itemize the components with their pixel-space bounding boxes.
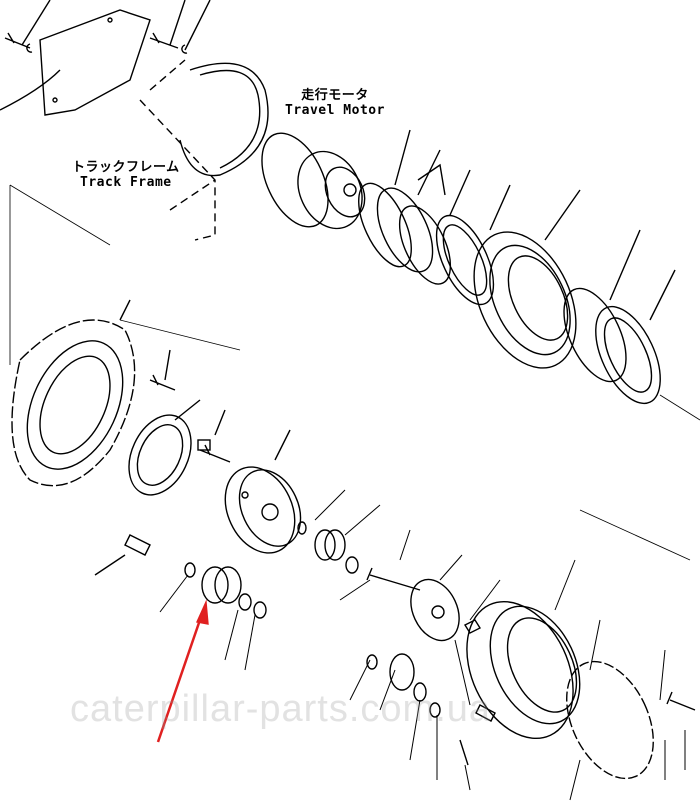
- seal-rings: [358, 182, 495, 306]
- track-frame-outline: [139, 59, 216, 241]
- cover: [566, 660, 696, 780]
- bolts-top: [4, 0, 211, 54]
- bolts-mid: [149, 349, 231, 463]
- travel-motor-label-jp: 走行モータ: [301, 88, 369, 103]
- leader-lines-top: [394, 129, 676, 321]
- track-frame-housing: [0, 62, 269, 177]
- ring-gear: [466, 600, 581, 740]
- spacer-ring: [128, 399, 201, 496]
- leader-lines-lower: [159, 489, 686, 801]
- cover-plate: [39, 9, 151, 116]
- track-frame-label: トラックフレーム Track Frame: [72, 160, 180, 190]
- planet-carrier: [224, 429, 302, 554]
- assembly-lines: [9, 184, 241, 365]
- pin: [94, 534, 151, 576]
- lower-parts: [366, 653, 496, 766]
- floating-seal: [563, 287, 661, 405]
- watermark: caterpillar-parts.com.ua: [70, 688, 492, 730]
- highlight-arrow: [156, 599, 209, 743]
- travel-motor-label-en: Travel Motor: [285, 103, 385, 118]
- travel-motor: [261, 132, 366, 230]
- sprocket: [11, 299, 136, 487]
- track-frame-label-jp: トラックフレーム: [72, 160, 180, 175]
- track-frame-label-en: Track Frame: [80, 175, 172, 190]
- hub-housing: [473, 231, 577, 369]
- travel-motor-label: 走行モータ Travel Motor: [285, 88, 385, 118]
- assembly-lines-right: [579, 394, 700, 561]
- planet-gears: [184, 521, 359, 619]
- sun-gear: [366, 567, 482, 642]
